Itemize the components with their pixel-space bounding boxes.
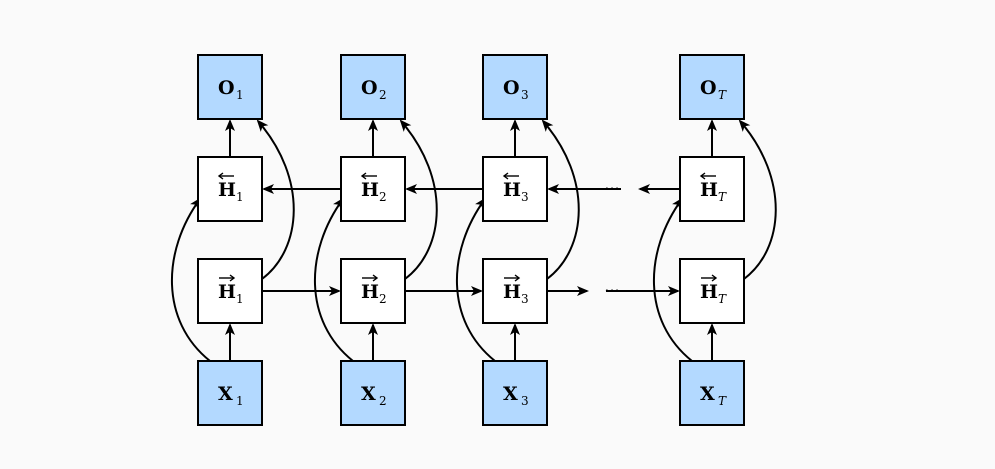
forward-to-output-arrow [399, 119, 438, 280]
output-node-box [197, 54, 263, 120]
input-node-subscript: 1 [236, 394, 244, 408]
backward-hidden-node-label: H [218, 179, 236, 201]
backward-hidden-node-box [679, 156, 745, 222]
forward-hidden-node-direction-arrowhead [229, 274, 236, 282]
backward-hidden-node-direction-arrowhead [217, 172, 224, 180]
input-to-backward-arrow [652, 197, 693, 362]
forward-hidden-node-subscript: 1 [236, 292, 244, 306]
forward-hidden-node-label: H [218, 281, 236, 303]
output-node-label: O [700, 77, 717, 99]
input-node-label: X [700, 383, 715, 405]
ellipsis: ··· [604, 179, 619, 198]
output-node-box [679, 54, 745, 120]
backward-hidden-node-direction-arrowhead [502, 172, 509, 180]
backward-hidden-node-label: H [503, 179, 521, 201]
backward-hidden-node-direction-arrowhead [699, 172, 706, 180]
input-node-box [197, 360, 263, 426]
backward-hidden-node-label: H [361, 179, 379, 201]
input-node-box [679, 360, 745, 426]
backward-hidden-node-box [482, 156, 548, 222]
backward-hidden-node-box [197, 156, 263, 222]
input-node-box [340, 360, 406, 426]
input-node-subscript: 3 [521, 394, 529, 408]
input-node-label: X [218, 383, 233, 405]
input-to-backward-arrow [313, 197, 354, 362]
output-node-box [482, 54, 548, 120]
forward-hidden-node-subscript: 2 [379, 292, 387, 306]
forward-hidden-node-box [679, 258, 745, 324]
ellipsis-group: ··· ··· [604, 179, 619, 300]
forward-hidden-node-label: H [503, 281, 521, 303]
forward-to-output-arrow [256, 119, 295, 280]
backward-hidden-node-label: H [700, 179, 718, 201]
backward-hidden-node-subscript: T [718, 190, 727, 204]
forward-to-output-arrow [541, 119, 580, 280]
forward-hidden-node-box [340, 258, 406, 324]
backward-hidden-node-subscript: 2 [379, 190, 387, 204]
forward-hidden-node-box [482, 258, 548, 324]
output-node-subscript: 3 [521, 88, 529, 102]
backward-hidden-node-box [340, 156, 406, 222]
input-node-subscript: T [718, 394, 727, 408]
input-to-backward-arrow [170, 197, 211, 362]
forward-hidden-node-subscript: 3 [521, 292, 529, 306]
output-node-box [340, 54, 406, 120]
input-node-label: X [361, 383, 376, 405]
forward-to-output-arrow [738, 119, 777, 280]
input-node-box [482, 360, 548, 426]
output-node-subscript: 1 [236, 88, 244, 102]
backward-hidden-node-subscript: 3 [521, 190, 529, 204]
forward-hidden-node-direction-arrowhead [514, 274, 521, 282]
forward-hidden-node-box [197, 258, 263, 324]
edges [170, 119, 777, 362]
forward-hidden-node-label: H [700, 281, 718, 303]
output-node-subscript: 2 [379, 88, 387, 102]
input-node-label: X [503, 383, 518, 405]
forward-hidden-node-direction-arrowhead [372, 274, 379, 282]
input-node-subscript: 2 [379, 394, 387, 408]
input-to-backward-arrow [455, 197, 496, 362]
output-node-label: O [503, 77, 520, 99]
output-node-subscript: T [718, 88, 727, 102]
ellipsis: ··· [604, 281, 619, 300]
backward-hidden-node-direction-arrowhead [360, 172, 367, 180]
output-node-label: O [218, 77, 235, 99]
output-node-label: O [361, 77, 378, 99]
forward-hidden-node-subscript: T [718, 292, 727, 306]
forward-hidden-node-direction-arrowhead [711, 274, 718, 282]
backward-hidden-node-subscript: 1 [236, 190, 244, 204]
forward-hidden-node-label: H [361, 281, 379, 303]
